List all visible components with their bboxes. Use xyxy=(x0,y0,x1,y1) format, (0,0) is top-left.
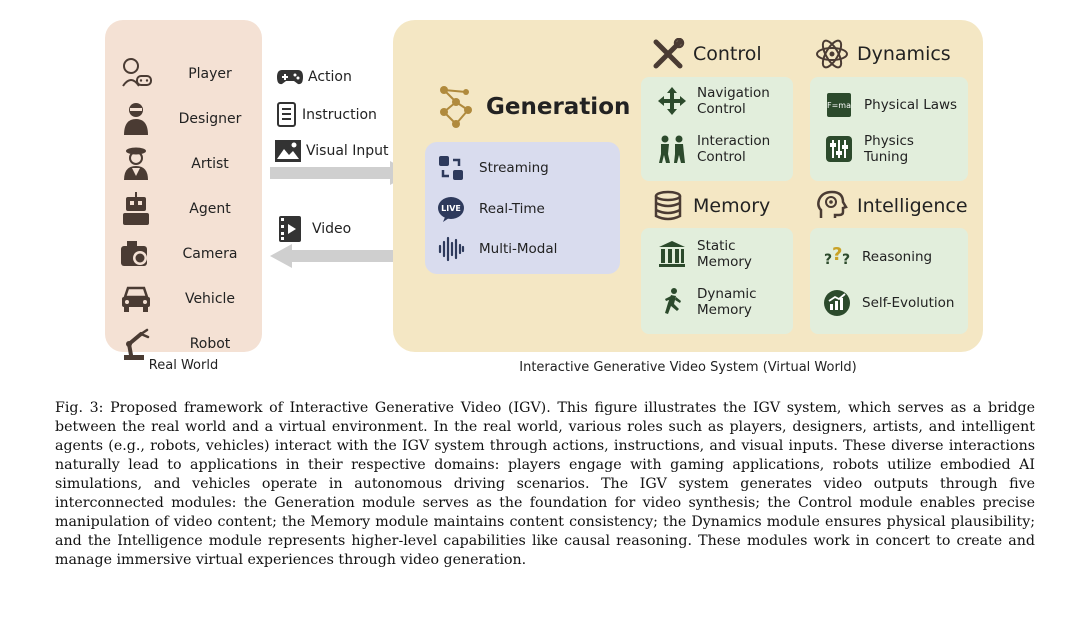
dynamics-box: F=ma Physical Laws Physics Tuning xyxy=(810,77,968,181)
move-arrows-icon xyxy=(658,87,686,115)
tools-icon xyxy=(653,38,685,69)
sliders-icon xyxy=(826,136,852,162)
control-item-label: Navigation Control xyxy=(697,85,770,117)
live-icon: LIVE xyxy=(438,197,464,222)
intelligence-item-label: Reasoning xyxy=(862,249,933,265)
memory-title: Memory xyxy=(651,190,770,222)
dynamics-title-text: Dynamics xyxy=(857,43,951,65)
control-title-text: Control xyxy=(693,43,762,65)
dynamics-item-physical-laws: F=ma Physical Laws xyxy=(824,90,957,120)
svg-text:LIVE: LIVE xyxy=(441,204,461,213)
player-icon xyxy=(122,58,152,87)
svg-text:?: ? xyxy=(832,244,842,265)
output-video: Video xyxy=(278,215,351,243)
virtual-world-caption: Interactive Generative Video System (Vir… xyxy=(519,360,857,375)
control-title: Control xyxy=(651,38,762,70)
input-visual: Visual Input xyxy=(274,139,389,163)
building-icon xyxy=(659,241,685,267)
role-label: Designer xyxy=(178,111,242,127)
role-label: Player xyxy=(188,66,232,82)
role-artist: Artist xyxy=(105,144,262,184)
video-icon xyxy=(279,216,301,242)
role-robot: Robot xyxy=(105,324,262,364)
svg-text:?: ? xyxy=(842,252,850,268)
control-item-navigation: Navigation Control xyxy=(657,85,770,117)
real-world-panel: Player Designer Artist Agent xyxy=(105,20,262,360)
generation-network-icon xyxy=(440,86,472,128)
database-icon xyxy=(654,190,682,221)
runner-icon xyxy=(665,288,681,314)
role-vehicle: Vehicle xyxy=(105,279,262,319)
role-designer: Designer xyxy=(105,99,262,139)
question-marks-icon: ? ? ? xyxy=(824,244,850,268)
input-label: Action xyxy=(308,69,352,85)
role-label: Agent xyxy=(189,201,231,217)
output-label: Video xyxy=(312,221,352,237)
role-label: Camera xyxy=(182,246,238,262)
growth-chart-icon xyxy=(824,290,850,316)
generation-item-multimodal: Multi-Modal xyxy=(437,231,557,267)
intelligence-title: Intelligence xyxy=(815,190,968,222)
intelligence-item-reasoning: ? ? ? Reasoning xyxy=(822,242,932,272)
svg-text:F=ma: F=ma xyxy=(827,101,851,110)
streaming-icon xyxy=(439,156,463,180)
interaction-icon xyxy=(659,135,685,163)
memory-item-static: Static Memory xyxy=(657,238,752,270)
generation-item-label: Streaming xyxy=(479,160,549,176)
intelligence-item-label: Self-Evolution xyxy=(862,295,955,311)
memory-item-dynamic: Dynamic Memory xyxy=(657,286,757,318)
role-label: Robot xyxy=(189,336,231,352)
input-label: Instruction xyxy=(302,107,377,123)
input-action: Action xyxy=(276,67,352,87)
dynamics-item-label: Physical Laws xyxy=(864,97,958,113)
agent-icon xyxy=(123,192,149,225)
generation-box: Streaming LIVE Real-Time Multi-Modal xyxy=(425,142,620,274)
generation-item-streaming: Streaming xyxy=(437,150,549,186)
control-box: Navigation Control Interaction Control xyxy=(641,77,793,181)
generation-item-label: Multi-Modal xyxy=(479,241,558,257)
waveform-icon xyxy=(438,236,465,262)
role-label: Vehicle xyxy=(184,291,236,307)
dynamics-item-physics-tuning: Physics Tuning xyxy=(824,133,914,165)
dynamics-item-label: Physics Tuning xyxy=(864,133,914,165)
input-label: Visual Input xyxy=(306,143,389,159)
role-label: Artist xyxy=(191,156,229,172)
atom-icon xyxy=(816,39,848,69)
figure-caption: Fig. 3: Proposed framework of Interactiv… xyxy=(55,400,1035,568)
vehicle-icon xyxy=(122,286,150,312)
role-player: Player xyxy=(105,54,262,94)
brain-head-icon xyxy=(817,190,848,218)
document-icon xyxy=(277,102,296,127)
dynamics-title: Dynamics xyxy=(815,38,951,70)
artist-icon xyxy=(124,147,148,180)
intelligence-title-text: Intelligence xyxy=(857,195,968,217)
generation-title: Generation xyxy=(486,94,631,120)
designer-icon xyxy=(124,103,148,135)
intelligence-item-self-evolution: Self-Evolution xyxy=(822,288,954,318)
intelligence-box: ? ? ? Reasoning Self-Evolution xyxy=(810,228,968,334)
control-item-interaction: Interaction Control xyxy=(657,133,770,165)
memory-title-text: Memory xyxy=(693,195,771,217)
role-camera: Camera xyxy=(105,234,262,274)
control-item-label: Interaction Control xyxy=(697,133,771,165)
generation-item-label: Real-Time xyxy=(479,201,545,217)
formula-book-icon: F=ma xyxy=(827,93,851,117)
memory-box: Static Memory Dynamic Memory xyxy=(641,228,793,334)
gamepad-icon xyxy=(277,70,303,85)
memory-item-label: Static Memory xyxy=(697,238,752,270)
svg-text:?: ? xyxy=(824,252,832,268)
real-world-caption: Real World xyxy=(148,358,219,373)
image-icon xyxy=(275,140,301,162)
camera-icon xyxy=(121,241,147,266)
memory-item-label: Dynamic Memory xyxy=(697,286,757,318)
input-instruction: Instruction xyxy=(276,102,377,128)
output-arrow xyxy=(270,244,412,268)
role-agent: Agent xyxy=(105,189,262,229)
generation-item-realtime: LIVE Real-Time xyxy=(437,191,545,227)
robot-icon xyxy=(124,328,150,360)
